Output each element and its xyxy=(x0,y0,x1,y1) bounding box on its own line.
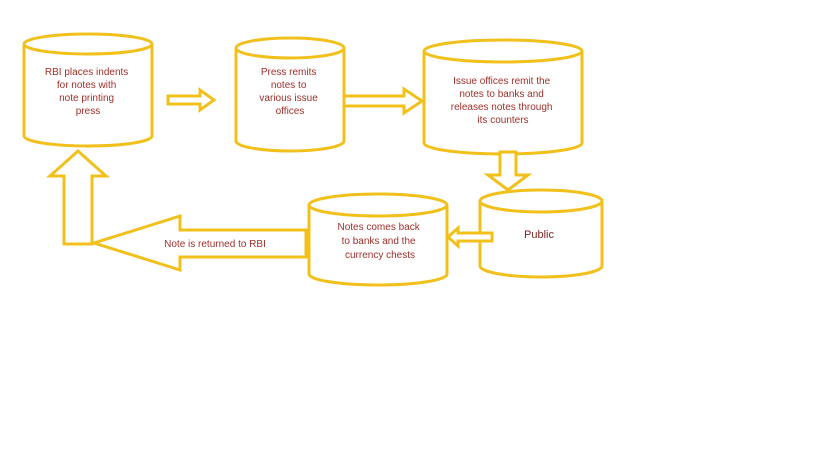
node-issue-label: Issue offices remit the notes to banks a… xyxy=(451,76,556,126)
node-issue-cylinder: Issue offices remit the notes to banks a… xyxy=(422,38,584,156)
arrow-banks-to-rbi-label: Note is returned to RBI xyxy=(164,239,266,250)
node-banks-cylinder: Notes comes back to banks and the curren… xyxy=(307,192,449,287)
node-press-line: notes to xyxy=(271,80,307,91)
node-public-top xyxy=(478,188,604,214)
node-press-label: Press remits notes to various issue offi… xyxy=(259,67,320,117)
node-press-line: offices xyxy=(276,106,305,117)
node-issue-line: notes to banks and xyxy=(459,89,544,100)
node-banks-top xyxy=(307,192,449,218)
node-rbi-line: for notes with xyxy=(57,80,116,91)
node-public-line: Public xyxy=(524,229,554,241)
node-banks-body xyxy=(307,205,449,287)
arrow-press-to-issue xyxy=(342,86,425,116)
node-public-cylinder: Public xyxy=(478,188,604,279)
node-press-line: Press remits xyxy=(261,67,317,78)
node-public-body xyxy=(478,201,604,279)
node-rbi-line: RBI places indents xyxy=(45,67,128,78)
arrow-public-to-banks xyxy=(445,224,494,250)
node-rbi-line: note printing xyxy=(59,93,114,104)
node-issue-line: its counters xyxy=(477,115,528,126)
node-rbi-line: press xyxy=(76,106,100,117)
node-public-label: Public xyxy=(524,229,554,241)
node-issue-top xyxy=(422,38,584,64)
node-rbi-body xyxy=(22,44,154,148)
node-press-cylinder: Press remits notes to various issue offi… xyxy=(234,36,346,153)
node-issue-line: Issue offices remit the xyxy=(453,76,551,87)
node-issue-line: releases notes through xyxy=(451,102,553,113)
node-press-top xyxy=(234,36,346,60)
arrow-issue-to-public xyxy=(483,150,533,192)
arrow-rbi-to-press xyxy=(166,87,217,113)
arrow-banks-to-rbi xyxy=(88,213,308,273)
node-banks-line: to banks and the xyxy=(342,236,416,247)
node-rbi-top xyxy=(22,32,154,56)
node-press-body xyxy=(234,48,346,153)
arrow-up-to-rbi xyxy=(46,148,110,246)
node-banks-line: Notes comes back xyxy=(337,222,420,233)
node-banks-line: currency chests xyxy=(345,250,415,261)
node-banks-label: Notes comes back to banks and the curren… xyxy=(337,222,422,261)
node-press-line: various issue xyxy=(259,93,318,104)
node-rbi-cylinder: RBI places indents for notes with note p… xyxy=(22,32,154,148)
node-rbi-label: RBI places indents for notes with note p… xyxy=(45,67,131,117)
